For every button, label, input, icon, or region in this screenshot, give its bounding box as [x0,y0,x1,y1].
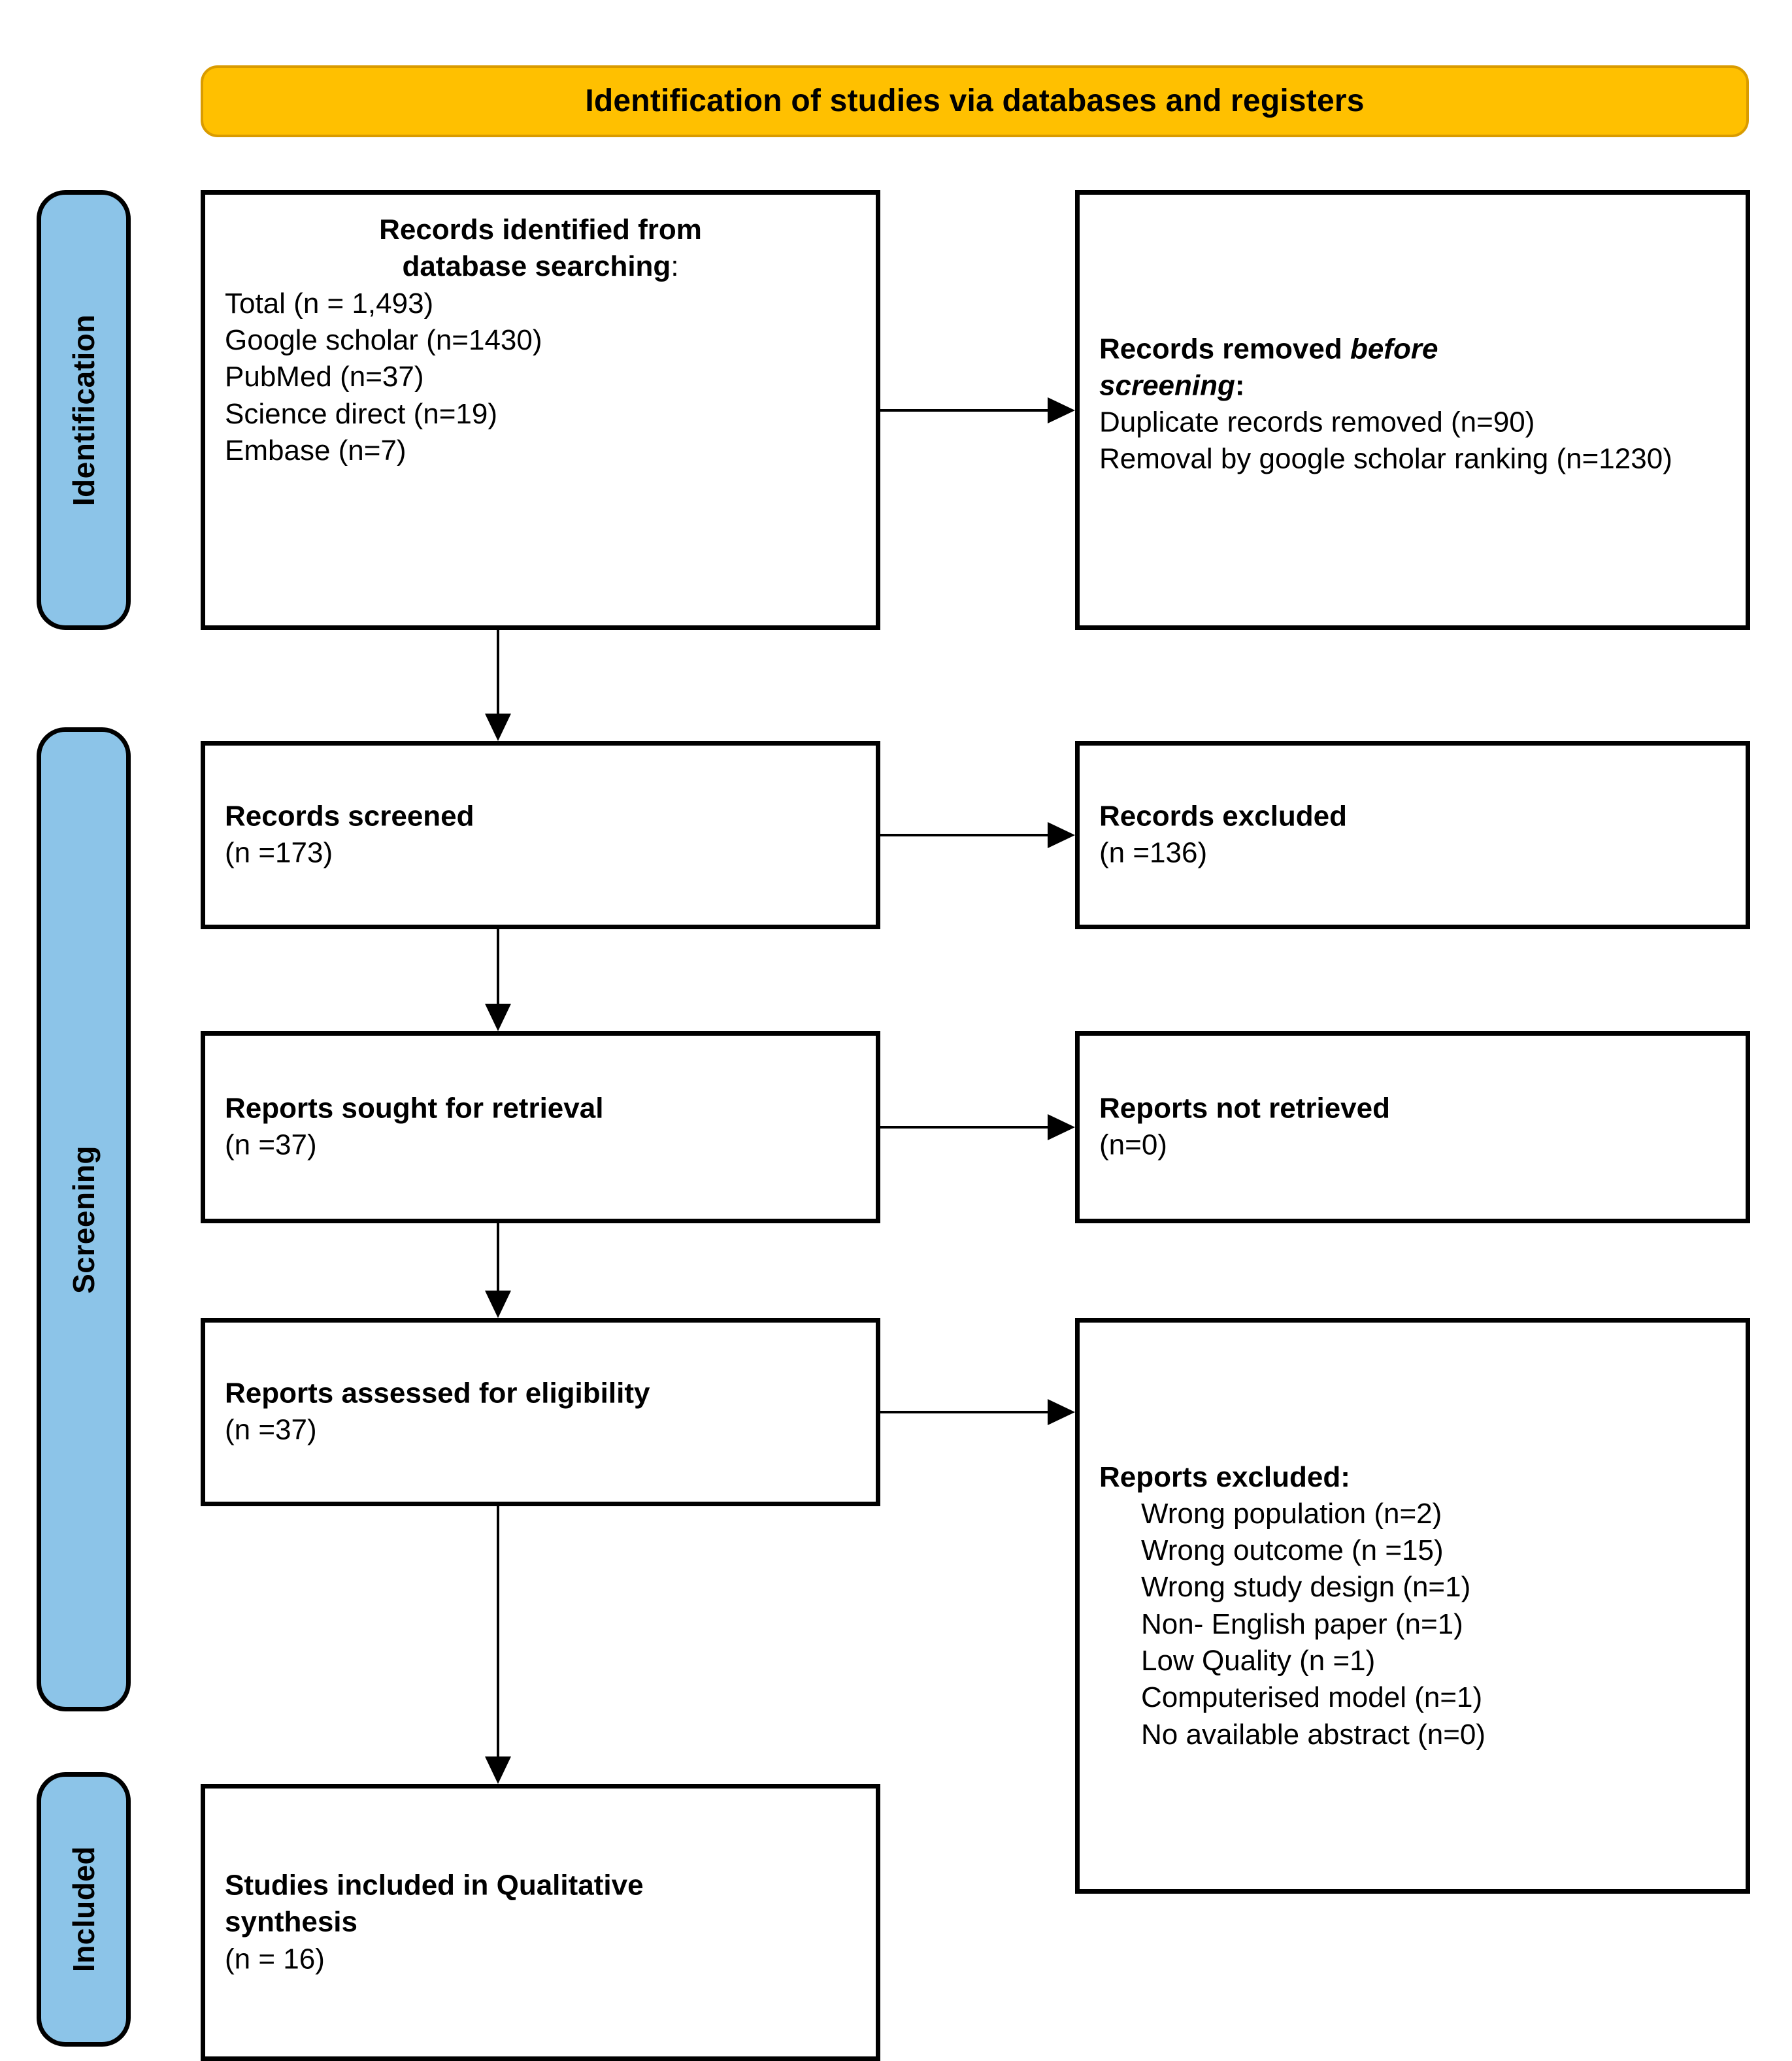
reports-excluded-reason-computerised-model: Computerised model (n=1) [1141,1681,1483,1714]
box-studies-included: Studies included in Qualitative synthesi… [201,1784,880,2061]
records-screened-count: (n =173) [225,837,333,869]
arrow-shaft [880,409,1049,412]
phase-label-included: Included [37,1772,131,2047]
box-records-identified: Records identified from database searchi… [201,190,880,630]
arrow-shaft [497,929,499,1006]
box-reports-excluded: Reports excluded: Wrong population (n=2)… [1075,1318,1750,1894]
reports-excluded-heading: Reports excluded: [1099,1460,1350,1493]
arrow-sought-to-not-retrieved [880,1114,1076,1140]
records-identified-item-google-scholar: Google scholar (n=1430) [225,323,542,356]
arrow-head-right-icon [1048,1114,1075,1140]
arrow-shaft [497,630,499,716]
diagram-header-banner: Identification of studies via databases … [201,65,1749,137]
box-records-removed-before-screening: Records removed before screening: Duplic… [1075,190,1750,630]
reports-excluded-reason-low-quality: Low Quality (n =1) [1141,1644,1376,1677]
box-reports-sought-for-retrieval: Reports sought for retrieval (n =37) [201,1031,880,1223]
box-records-screened: Records screened (n =173) [201,741,880,929]
arrow-head-right-icon [1048,397,1075,423]
reports-excluded-reason-no-abstract: No available abstract (n=0) [1141,1718,1486,1751]
phase-label-identification: Identification [37,190,131,630]
arrow-sought-to-assessed [485,1223,511,1318]
reports-not-retrieved-heading: Reports not retrieved [1099,1092,1390,1125]
arrow-identified-to-removed [880,397,1076,423]
records-screened-heading: Records screened [225,800,474,833]
studies-included-count: (n = 16) [225,1943,325,1975]
records-excluded-heading: Records excluded [1099,800,1348,833]
reports-sought-heading: Reports sought for retrieval [225,1092,604,1125]
records-identified-item-pubmed: PubMed (n=37) [225,361,424,393]
records-identified-item-science-direct: Science direct (n=19) [225,397,497,430]
studies-included-heading-line2: synthesis [225,1905,357,1938]
arrow-shaft [880,1411,1049,1413]
box-reports-assessed-for-eligibility: Reports assessed for eligibility (n =37) [201,1318,880,1506]
arrow-head-down-icon [485,1291,511,1318]
reports-sought-count: (n =37) [225,1129,317,1161]
reports-excluded-reason-wrong-outcome: Wrong outcome (n =15) [1141,1534,1444,1566]
records-identified-item-embase: Embase (n=7) [225,434,407,467]
records-identified-heading-line2-text: database searching [402,250,671,283]
reports-assessed-heading: Reports assessed for eligibility [225,1377,650,1410]
arrow-head-right-icon [1048,822,1075,848]
records-removed-heading-colon: : [1235,369,1245,402]
reports-not-retrieved-count: (n=0) [1099,1129,1167,1161]
box-reports-not-retrieved: Reports not retrieved (n=0) [1075,1031,1750,1223]
arrow-identified-to-screened [485,630,511,741]
reports-assessed-count: (n =37) [225,1414,317,1446]
records-removed-heading-prefix: Records removed [1099,332,1350,365]
arrow-screened-to-sought [485,929,511,1031]
records-removed-heading-line2: screening: [1099,367,1726,404]
records-identified-item-total: Total (n = 1,493) [225,287,434,320]
records-removed-heading-line1: Records removed before [1099,331,1726,367]
records-removed-heading-italic-screening: screening [1099,369,1235,402]
arrow-head-down-icon [485,1004,511,1031]
records-excluded-count: (n =136) [1099,837,1208,869]
reports-excluded-reason-wrong-study-design: Wrong study design (n=1) [1141,1571,1471,1604]
records-identified-heading-line1: Records identified from [379,214,702,246]
records-removed-item-duplicates: Duplicate records removed (n=90) [1099,406,1535,438]
phase-label-screening-text: Screening [67,1145,101,1294]
records-removed-heading-italic-before: before [1350,332,1438,365]
phase-label-included-text: Included [67,1846,101,1973]
arrow-shaft [497,1223,499,1293]
arrow-assessed-to-reports-excluded [880,1399,1076,1425]
records-identified-heading-line2: database searching: [225,248,856,285]
phase-label-screening: Screening [37,727,131,1711]
arrow-shaft [880,1126,1049,1129]
box-records-excluded: Records excluded (n =136) [1075,741,1750,929]
reports-excluded-reason-non-english: Non- English paper (n=1) [1141,1608,1463,1640]
arrow-screened-to-records-excluded [880,822,1076,848]
arrow-shaft [497,1506,499,1759]
records-removed-item-google-ranking: Removal by google scholar ranking (n=123… [1099,442,1672,475]
arrow-assessed-to-included [485,1506,511,1784]
phase-label-identification-text: Identification [67,314,101,506]
reports-excluded-reason-wrong-population: Wrong population (n=2) [1141,1497,1442,1530]
arrow-head-right-icon [1048,1399,1075,1425]
arrow-head-down-icon [485,714,511,741]
records-identified-heading-colon: : [671,250,679,283]
diagram-title: Identification of studies via databases … [585,83,1365,118]
arrow-shaft [880,834,1049,836]
arrow-head-down-icon [485,1756,511,1784]
studies-included-heading-line1: Studies included in Qualitative [225,1869,644,1902]
